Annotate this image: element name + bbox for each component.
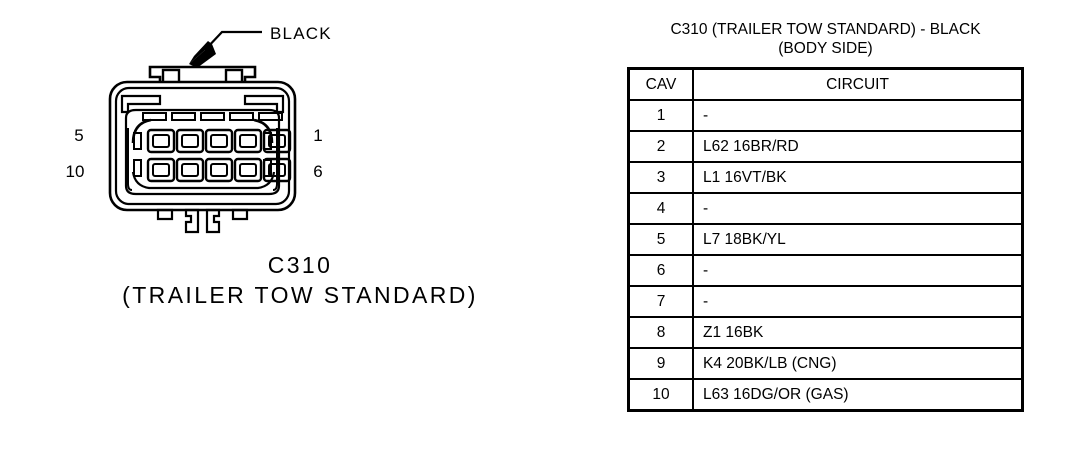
cell-cav: 8 (627, 316, 694, 349)
table-row: 6- (627, 254, 1024, 287)
cell-cav: 2 (627, 130, 694, 163)
cell-circuit: L1 16VT/BK (692, 161, 1024, 194)
cell-circuit: - (692, 99, 1024, 132)
cell-circuit: - (692, 285, 1024, 318)
connector-inner-recess (124, 108, 281, 196)
column-header-circuit: CIRCUIT (692, 67, 1024, 101)
cell-circuit: - (692, 254, 1024, 287)
pin-label-top-right: 1 (313, 126, 322, 145)
table-row: 7- (627, 285, 1024, 318)
cell-circuit: L7 18BK/YL (692, 223, 1024, 256)
table-title-line-1: C310 (TRAILER TOW STANDARD) - BLACK (670, 21, 981, 38)
cavity-10 (146, 157, 176, 183)
table-row: 4- (627, 192, 1024, 225)
connector-cavity-grid (146, 128, 292, 183)
cavity-5 (146, 128, 176, 154)
cell-cav: 1 (627, 99, 694, 132)
connector-caption-name: C310 (267, 252, 333, 278)
connector-illustration-panel: BLACK (66, 24, 478, 308)
cavity-9 (175, 157, 205, 183)
column-header-cav: CAV (627, 67, 694, 101)
cell-cav: 5 (627, 223, 694, 256)
cell-cav: 7 (627, 285, 694, 318)
black-callout-label: BLACK (270, 24, 332, 43)
connector-vent-slots (142, 112, 283, 121)
cell-circuit: L63 16DG/OR (GAS) (692, 378, 1024, 412)
cell-circuit: L62 16BR/RD (692, 130, 1024, 163)
table-header-row: CAV CIRCUIT (627, 67, 1024, 101)
cell-circuit: Z1 16BK (692, 316, 1024, 349)
cell-cav: 9 (627, 347, 694, 380)
cavity-1 (262, 128, 292, 154)
cell-circuit: K4 20BK/LB (CNG) (692, 347, 1024, 380)
cell-circuit: - (692, 192, 1024, 225)
black-callout-leader (189, 30, 262, 68)
pin-label-bottom-left: 10 (66, 162, 85, 181)
cell-cav: 10 (627, 378, 694, 412)
cavity-2 (233, 128, 263, 154)
cell-cav: 6 (627, 254, 694, 287)
connector-bottom-tabs (156, 208, 249, 234)
cavity-6 (262, 157, 292, 183)
connector-drawing: BLACK (66, 24, 332, 234)
cavity-7 (233, 157, 263, 183)
cavity-3 (204, 128, 234, 154)
table-title-line-2: (BODY SIDE) (778, 40, 873, 57)
pin-label-bottom-right: 6 (313, 162, 322, 181)
cavity-4 (175, 128, 205, 154)
table-row: 1- (627, 99, 1024, 132)
circuit-table-panel: C310 (TRAILER TOW STANDARD) - BLACK (BOD… (627, 20, 1024, 412)
cavity-8 (204, 157, 234, 183)
connector-caption-description: (TRAILER TOW STANDARD) (122, 282, 478, 308)
pin-label-top-left: 5 (74, 126, 83, 145)
cell-cav: 3 (627, 161, 694, 194)
cell-cav: 4 (627, 192, 694, 225)
